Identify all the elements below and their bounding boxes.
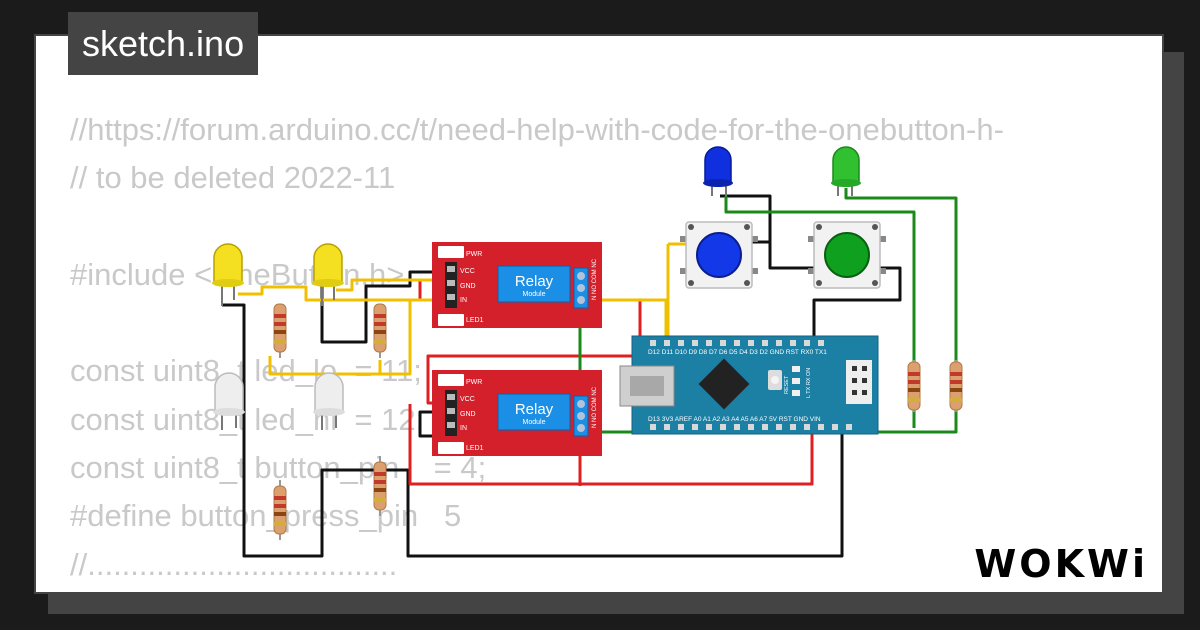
reset-label: RESET [784, 375, 790, 394]
relay-pin-label: VCC [460, 396, 475, 403]
resistor-5 [907, 360, 921, 412]
led-white-2[interactable] [313, 372, 345, 430]
relay-pin-label: LED1 [466, 317, 484, 324]
relay-subtitle: Module [523, 419, 546, 426]
resistors [273, 303, 963, 540]
resistor-4 [373, 456, 387, 516]
relay-pin-label: VCC [460, 268, 475, 275]
led-yellow-2[interactable] [312, 243, 344, 306]
pushbutton-green[interactable] [808, 221, 886, 289]
relay-title: Relay [515, 273, 554, 290]
relay-pin-label: PWR [466, 251, 482, 258]
code-line: //.................................... [70, 546, 398, 582]
relay-module-1[interactable]: PWR VCC GND IN LED1 Relay Module N NO CO… [432, 242, 602, 328]
code-line: #define button_press_pin 5 [70, 498, 462, 534]
relay-pin-label: IN [460, 425, 467, 432]
code-line: //https://forum.arduino.cc/t/need-help-w… [70, 112, 1004, 147]
wire-yellow [378, 300, 412, 376]
code-line: // to be deleted 2022-11 [70, 160, 396, 196]
relay-pin-label: GND [460, 411, 476, 418]
relay-title: Relay [515, 401, 554, 418]
status-led-labels: L TX RX ON [806, 368, 812, 398]
led-white-1[interactable] [213, 372, 245, 430]
status-led [792, 366, 800, 372]
relay-pin-label: GND [460, 283, 476, 290]
file-tab[interactable]: sketch.ino [68, 12, 259, 75]
arduino-nano[interactable]: D12 D11 D10 D9 D8 D7 D6 D5 D4 D3 D2 GND … [619, 335, 879, 435]
wire-black [320, 270, 436, 344]
wokwi-logo: WOKWi [974, 542, 1148, 586]
status-led [792, 378, 800, 384]
relay-module-2[interactable]: PWR VCC GND IN LED1 Relay Module N NO CO… [432, 370, 602, 456]
relay-subtitle: Module [523, 291, 546, 298]
resistor-1 [273, 303, 287, 358]
nano-top-pin-labels: D12 D11 D10 D9 D8 D7 D6 D5 D4 D3 D2 GND … [648, 349, 827, 356]
led-green[interactable] [831, 146, 861, 196]
wire-black [222, 303, 380, 558]
nano-bottom-pin-labels: D13 3V3 AREF A0 A1 A2 A3 A4 A5 A6 A7 5V … [648, 416, 821, 423]
resistor-3 [273, 480, 287, 540]
wire-yellow [336, 278, 436, 292]
led-yellow-1[interactable] [212, 243, 244, 306]
icsp-header [846, 360, 872, 404]
wire-yellow [268, 356, 380, 376]
wire-yellow [238, 285, 668, 340]
relay-terminal-labels: N NO COM NC [592, 386, 598, 428]
wire-green [844, 188, 958, 362]
nano-top-headers [650, 340, 824, 346]
wire-black [380, 426, 844, 558]
wire-black [720, 194, 902, 340]
wires [222, 188, 958, 558]
nano-bottom-headers [650, 424, 852, 430]
relay-pin-label: PWR [466, 379, 482, 386]
status-led [792, 390, 800, 396]
usb-port [630, 376, 664, 396]
relay-terminal-labels: N NO COM NC [592, 258, 598, 300]
code-line: const uint8_t led_hi = 12; [70, 401, 425, 437]
wire-black [418, 410, 435, 438]
led-blue[interactable] [703, 146, 733, 196]
pushbutton-blue[interactable] [680, 221, 758, 289]
microcontroller-chip [698, 358, 750, 410]
wire-green [724, 196, 916, 362]
relay-pin-label: LED1 [466, 445, 484, 452]
relay-pin-label: IN [460, 297, 467, 304]
resistor-6 [949, 360, 963, 412]
resistor-2 [373, 303, 387, 358]
